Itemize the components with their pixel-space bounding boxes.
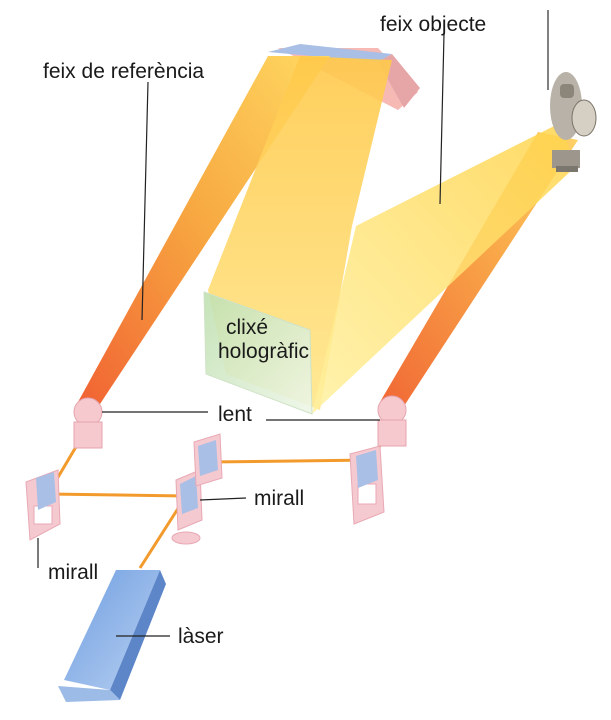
upper-center-mirror	[193, 433, 223, 487]
label-mirror-left: mirall	[48, 561, 99, 584]
label-holographic-plate: clixé hologràfic	[218, 316, 309, 364]
holographic-plate	[203, 291, 313, 415]
object-figure	[547, 10, 597, 172]
right-mirror	[349, 445, 385, 525]
label-reference-beam: feix de referència	[43, 60, 205, 83]
label-object-beam: feix objecte	[380, 13, 487, 36]
object-beam	[312, 122, 574, 414]
label-laser: làser	[178, 625, 224, 648]
right-lens	[377, 395, 407, 447]
label-holographic-plate-line1: clixé	[226, 316, 269, 339]
label-mirror-center: mirall	[254, 487, 305, 510]
left-lens	[73, 397, 103, 449]
leader-lines	[37, 33, 445, 637]
laser	[58, 570, 166, 702]
label-lens: lent	[218, 403, 252, 426]
label-holographic-plate-line2: hologràfic	[218, 340, 310, 364]
left-mirror	[25, 469, 61, 541]
